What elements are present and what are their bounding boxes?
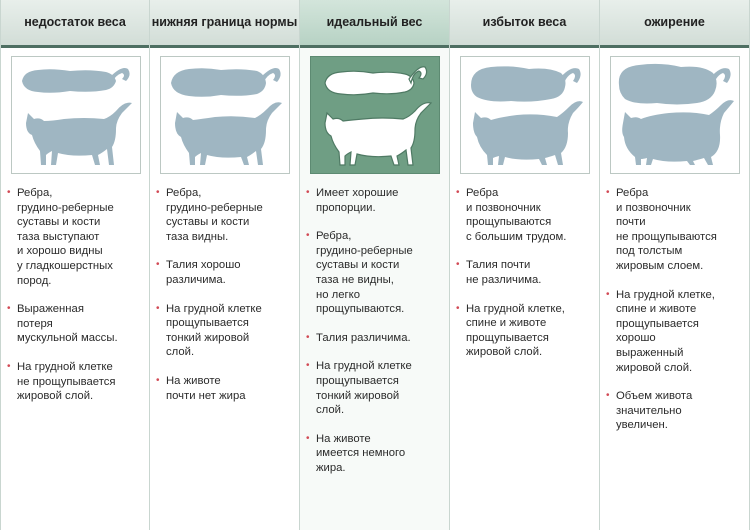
cat-side-view-icon <box>622 100 734 165</box>
criteria-list: Ребра, грудино-реберные суставы и кости … <box>7 186 147 418</box>
column-ideal-weight: идеальный вес Имеет хорошие пропорции. Р… <box>300 0 450 530</box>
criterion-item: На животе почти нет жира <box>156 374 296 403</box>
cat-illustration <box>618 63 734 165</box>
column-header: недостаток веса <box>1 0 149 48</box>
criterion-item: Талия различима. <box>306 331 446 346</box>
column-header: нижняя граница нормы <box>150 0 299 48</box>
criterion-item: Ребра и позвоночник почти не прощупывают… <box>606 186 746 274</box>
column-obesity: ожирение Ребра и позвоночник почти не пр… <box>600 0 750 530</box>
cat-illustration <box>22 68 132 165</box>
criterion-item: Выраженная потеря мускульной массы. <box>7 302 147 346</box>
criterion-item: Ребра, грудино-реберные суставы и кости … <box>7 186 147 288</box>
criteria-list: Ребра, грудино-реберные суставы и кости … <box>156 186 296 417</box>
cat-side-view-icon <box>175 102 282 165</box>
cat-top-view-icon <box>324 66 428 96</box>
criterion-item: Талия почти не различима. <box>456 258 596 287</box>
cat-illustration-panel <box>160 56 290 174</box>
cat-illustration <box>471 66 583 165</box>
cat-top-view-icon <box>171 68 281 97</box>
cat-top-view-icon <box>22 68 130 93</box>
cat-top-view-icon <box>471 66 581 102</box>
criteria-list: Ребра и позвоночник почти не прощупывают… <box>606 186 746 447</box>
criterion-item: На грудной клетке прощупывается тонкий ж… <box>306 359 446 417</box>
criterion-item: Талия хорошо различима. <box>156 258 296 287</box>
criterion-item: На грудной клетке, спине и животе прощуп… <box>606 288 746 376</box>
criterion-item: Имеет хорошие пропорции. <box>306 186 446 215</box>
criteria-list: Ребра и позвоночник прощупываются с боль… <box>456 186 596 374</box>
cat-side-view-icon <box>473 101 583 165</box>
cat-illustration-panel <box>11 56 141 174</box>
criterion-item: На грудной клетке прощупывается тонкий ж… <box>156 302 296 360</box>
criteria-list: Имеет хорошие пропорции. Ребра, грудино-… <box>306 186 446 490</box>
column-overweight: избыток веса Ребра и позвоночник прощупы… <box>450 0 600 530</box>
column-underweight: недостаток веса Ребра, грудино-реберные … <box>0 0 150 530</box>
criterion-item: На животе имеется немного жира. <box>306 432 446 476</box>
criterion-item: Ребра, грудино-реберные суставы и кости … <box>156 186 296 244</box>
column-header: избыток веса <box>450 0 599 48</box>
cat-illustration-panel <box>310 56 440 174</box>
cat-illustration-panel <box>610 56 740 174</box>
cat-illustration <box>171 68 282 165</box>
criterion-item: На грудной клетке не прощупывается жиров… <box>7 360 147 404</box>
criterion-item: Объем живота значительно увеличен. <box>606 389 746 433</box>
cat-illustration-panel <box>460 56 590 174</box>
criterion-item: На грудной клетке, спине и животе прощуп… <box>456 302 596 360</box>
cat-illustration <box>324 66 433 166</box>
criterion-item: Ребра и позвоночник прощупываются с боль… <box>456 186 596 244</box>
cat-side-view-icon <box>26 102 132 165</box>
column-lower-normal: нижняя граница нормы Ребра, грудино-ребе… <box>150 0 300 530</box>
column-header: ожирение <box>600 0 749 48</box>
column-header: идеальный вес <box>300 0 449 48</box>
cat-side-view-icon <box>324 102 433 166</box>
cat-top-view-icon <box>618 63 731 105</box>
criterion-item: Ребра, грудино-реберные суставы и кости … <box>306 229 446 317</box>
